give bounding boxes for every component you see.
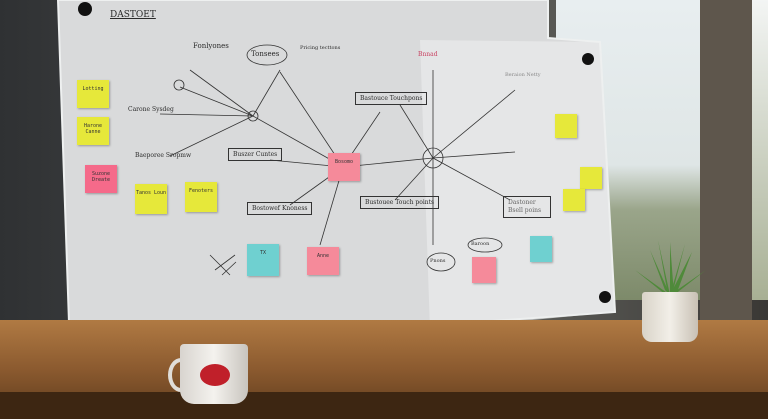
diagram-label: Baeporee Sropmw [135, 152, 192, 159]
diagram-label: Pnons [430, 258, 446, 264]
mug-logo [200, 364, 230, 386]
diagram-label: Pricing tecttons [300, 45, 341, 51]
sticky-note: Lotting [77, 80, 109, 108]
diagram-label: Bnnad [418, 51, 438, 58]
diagram-label: Fonlyones [193, 42, 229, 50]
sticky-note [530, 236, 552, 262]
sticky-note [580, 167, 602, 189]
plant-pot [642, 292, 698, 342]
diagram-box: Bustouee Touch points [360, 196, 440, 209]
diagram-box: Bastouce Touchpons [355, 92, 428, 105]
sticky-note: Fenoters [185, 182, 217, 212]
diagram-label: Tonsees [251, 50, 280, 58]
window-pane [752, 0, 768, 300]
board-title: DASTOET [110, 10, 156, 20]
sticky-note: TX [247, 244, 279, 276]
sticky-note: Tanos Loun [135, 184, 167, 214]
plant-leaves [635, 240, 706, 295]
window-frame [700, 0, 752, 320]
diagram-box: Bostowef Knoness [247, 202, 313, 215]
diagram-label: Beraion Netty [505, 72, 541, 78]
diagram-box: Dastoner Bsell poins [503, 196, 551, 218]
sticky-note [555, 114, 577, 138]
sticky-note: Anne [307, 247, 339, 275]
sticky-note [472, 257, 496, 283]
diagram-label: Carone Sysdeg [128, 106, 174, 113]
diagram-label: Baroon [471, 241, 490, 247]
sticky-note: Suzone Dreate [85, 165, 117, 193]
sticky-note: Harone Canne [77, 117, 109, 145]
sticky-note [563, 189, 585, 211]
desk-edge [0, 392, 768, 419]
sticky-note: Bosomo [328, 153, 360, 181]
diagram-box: Buszer Cuntes [228, 148, 283, 161]
